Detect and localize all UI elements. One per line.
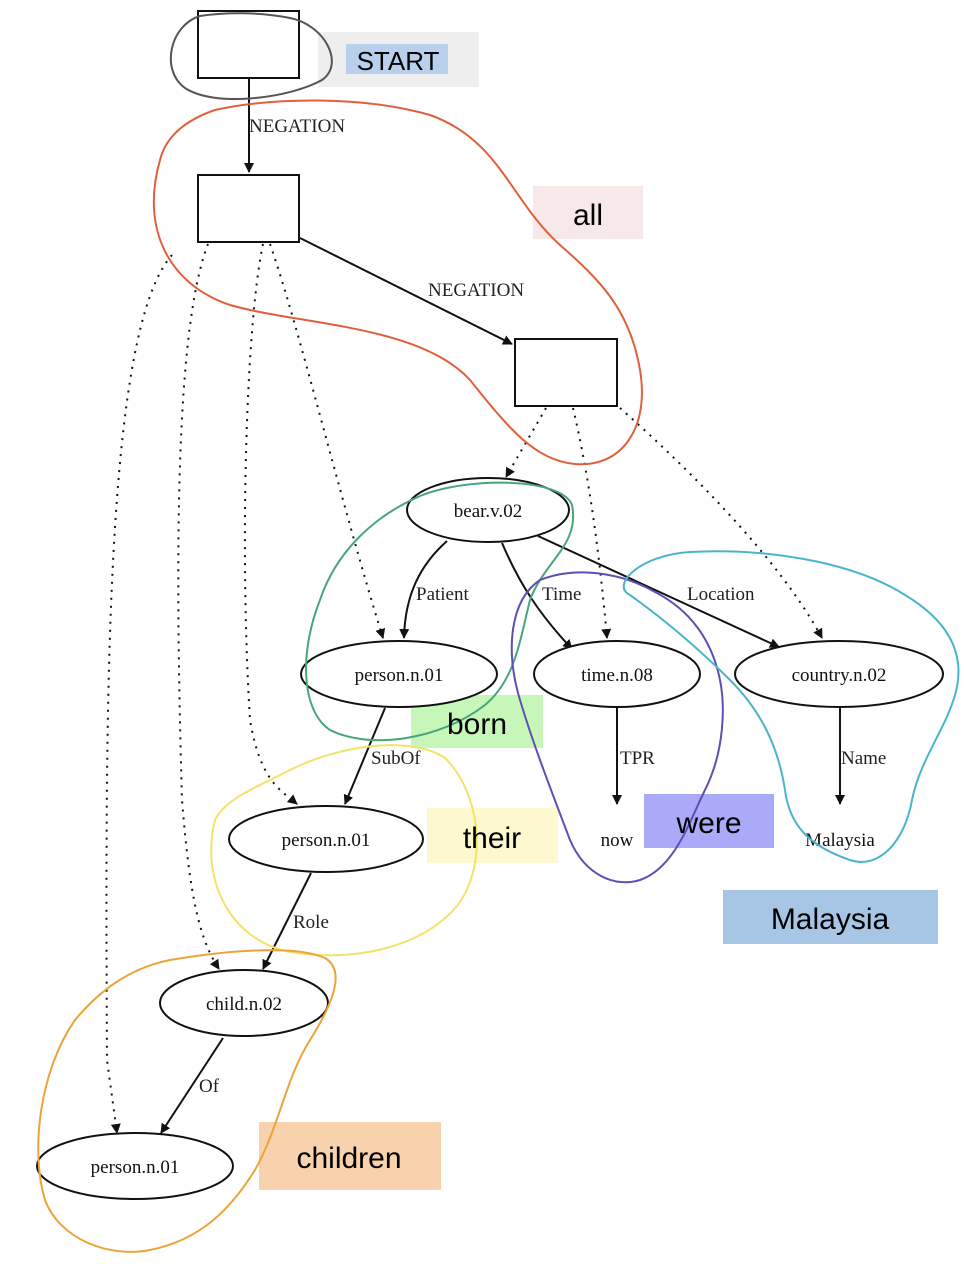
dotted-box2-person-mid bbox=[243, 243, 298, 805]
edge-of bbox=[160, 1037, 224, 1134]
tag-their-bg bbox=[427, 808, 558, 863]
blob-all bbox=[152, 99, 643, 466]
box-negation-2 bbox=[514, 338, 618, 407]
edge-label-box-negation: NEGATION bbox=[428, 280, 524, 301]
blob-their bbox=[210, 744, 478, 957]
node-child bbox=[159, 969, 329, 1037]
node-label-person-bottom: person.n.01 bbox=[91, 1157, 180, 1178]
tag-children: children bbox=[296, 1142, 401, 1175]
blob-start bbox=[169, 12, 333, 101]
dotted-box2-child bbox=[177, 243, 220, 970]
node-person-bottom bbox=[36, 1132, 234, 1200]
tag-start-highlight bbox=[346, 44, 448, 74]
edge-label-start-negation: NEGATION bbox=[249, 116, 345, 137]
blob-were bbox=[510, 571, 724, 884]
node-time bbox=[533, 640, 701, 708]
tag-all: all bbox=[573, 199, 603, 232]
edge-box2-to-box3 bbox=[299, 237, 513, 345]
tag-malaysia-bg bbox=[723, 890, 938, 944]
tag-start: START bbox=[357, 46, 440, 76]
edge-label-time: Time bbox=[542, 584, 581, 605]
edge-location bbox=[537, 535, 780, 648]
node-person-top bbox=[300, 640, 498, 708]
node-label-child: child.n.02 bbox=[206, 994, 282, 1015]
blob-born bbox=[305, 481, 575, 742]
edge-label-patient: Patient bbox=[416, 584, 469, 605]
node-label-person-top: person.n.01 bbox=[355, 665, 444, 686]
edge-time bbox=[501, 542, 573, 650]
edge-label-location: Location bbox=[687, 584, 755, 605]
blob-children bbox=[37, 949, 337, 1253]
dotted-box2-person-bottom bbox=[105, 254, 173, 1134]
tag-their: their bbox=[463, 822, 521, 855]
tag-malaysia: Malaysia bbox=[771, 903, 890, 936]
edge-label-subof: SubOf bbox=[371, 748, 421, 769]
box-start bbox=[197, 10, 300, 79]
edge-role bbox=[262, 872, 312, 970]
edge-subof bbox=[343, 707, 386, 805]
blob-malaysia bbox=[622, 550, 960, 863]
tag-children-bg bbox=[259, 1122, 441, 1190]
box-negation-1 bbox=[197, 174, 300, 243]
node-label-time: time.n.08 bbox=[581, 665, 653, 686]
tag-all-bg bbox=[533, 186, 643, 239]
node-bear bbox=[406, 477, 570, 543]
constant-malaysia: Malaysia bbox=[805, 830, 875, 851]
node-country bbox=[734, 640, 944, 708]
tag-were: were bbox=[675, 807, 741, 840]
tag-born: born bbox=[447, 708, 507, 741]
edge-patient bbox=[399, 540, 448, 639]
node-label-country: country.n.02 bbox=[792, 665, 887, 686]
dotted-box2-person-top bbox=[269, 243, 386, 639]
node-label-bear: bear.v.02 bbox=[454, 501, 522, 522]
node-person-mid bbox=[228, 805, 424, 873]
edge-label-name: Name bbox=[841, 748, 886, 769]
edge-label-role: Role bbox=[293, 912, 329, 933]
tag-were-bg bbox=[644, 794, 774, 848]
node-label-person-mid: person.n.01 bbox=[282, 830, 371, 851]
constant-now: now bbox=[601, 830, 634, 851]
edge-label-tpr: TPR bbox=[620, 748, 655, 769]
edge-label-of: Of bbox=[199, 1076, 220, 1097]
